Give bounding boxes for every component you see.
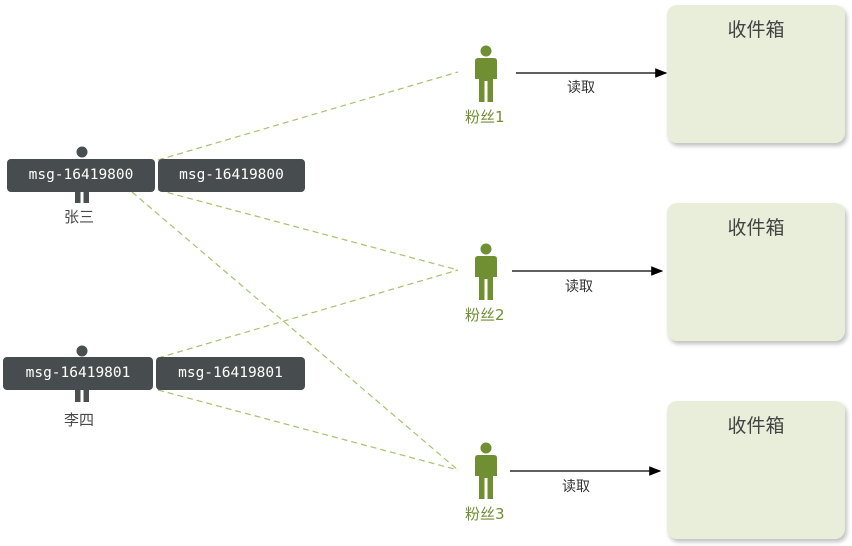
inbox-box: 收件箱 — [667, 401, 845, 539]
fan-1-person-icon — [473, 45, 499, 103]
read-label: 读取 — [562, 479, 590, 495]
message-card: msg-16419800 — [158, 159, 305, 192]
push-line-zhangsan-fan1 — [157, 71, 459, 161]
inbox-box: 收件箱 — [667, 203, 845, 341]
read-label: 读取 — [567, 80, 595, 96]
fan-name: 粉丝2 — [465, 306, 505, 324]
inbox-title: 收件箱 — [727, 19, 785, 41]
push-line-lisi-fan2 — [157, 269, 459, 359]
push-line-lisi-fan3 — [157, 389, 459, 471]
fan-3-person-icon — [473, 442, 499, 500]
inbox-title: 收件箱 — [727, 217, 785, 239]
fan-name: 粉丝1 — [465, 108, 505, 126]
push-line-zhangsan-fan2 — [157, 189, 459, 271]
read-label: 读取 — [565, 279, 593, 295]
message-card: msg-16419801 — [3, 357, 153, 390]
inbox-box: 收件箱 — [667, 5, 845, 143]
inbox-title: 收件箱 — [727, 415, 785, 437]
message-card: msg-16419801 — [156, 357, 305, 390]
sender-name: 张三 — [64, 208, 95, 226]
fan-2-person-icon — [473, 243, 499, 301]
fan-name: 粉丝3 — [465, 505, 505, 523]
message-card: msg-16419800 — [7, 159, 155, 192]
push-line-zhangsan-fan3 — [131, 191, 459, 471]
sender-name: 李四 — [64, 411, 95, 429]
